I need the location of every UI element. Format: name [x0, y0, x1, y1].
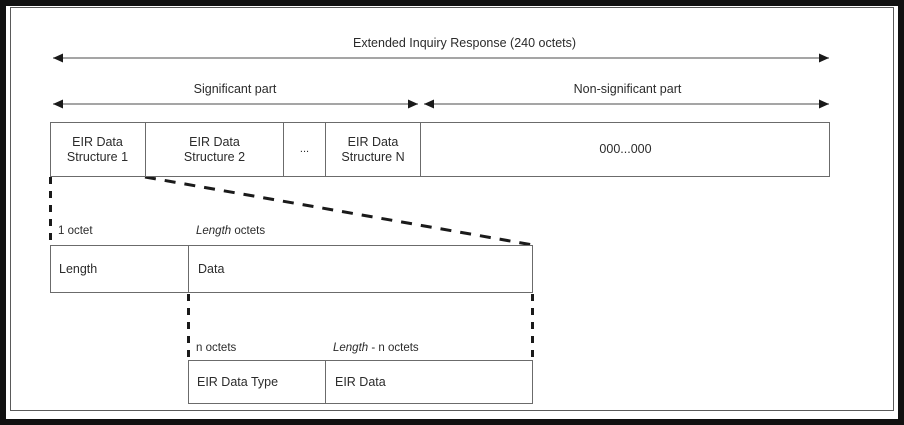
- eir-row-divider-4: [420, 122, 421, 177]
- significant-part-label: Significant part: [193, 82, 277, 96]
- structure-size-label-1: 1 octet: [58, 225, 93, 237]
- length-cell: Length: [59, 261, 98, 276]
- eir-row-outline: [50, 122, 830, 177]
- data-size-label-2-italic: Length: [333, 342, 369, 354]
- structure-row-outline: [50, 245, 533, 293]
- figure-inner-border: [10, 7, 894, 411]
- structure-size-label-2-italic: Length: [196, 225, 232, 237]
- eir-data-structure-2-cell: EIR Data Structure 2: [146, 122, 283, 177]
- structure-size-label-1-text: 1 octet: [58, 225, 93, 237]
- data-size-label-1-text: n octets: [196, 342, 237, 354]
- non-significant-part-label: Non-significant part: [573, 82, 682, 96]
- data-row-divider: [325, 360, 326, 404]
- eir-data-structure-2-line1: EIR Data: [189, 134, 240, 149]
- eir-row-divider-1: [145, 122, 146, 177]
- eir-row-divider-3: [325, 122, 326, 177]
- eir-data-structure-n-cell: EIR Data Structure N: [326, 122, 420, 177]
- eir-data-structure-1-line2: Structure 1: [66, 149, 129, 164]
- data-size-label-2: Length - n octets: [333, 342, 419, 354]
- structure-size-label-2-rest: octets: [231, 225, 266, 237]
- eir-data-structure-1-cell: EIR Data Structure 1: [50, 122, 145, 177]
- data-size-label-1: n octets: [196, 342, 236, 354]
- eir-data-structure-2-line2: Structure 2: [183, 149, 246, 164]
- eir-row-divider-2: [283, 122, 284, 177]
- figure-title: Extended Inquiry Response (240 octets): [353, 36, 577, 50]
- eir-ellipsis-cell: ...: [299, 143, 310, 155]
- structure-row-divider: [188, 245, 189, 293]
- eir-data-structure-n-line1: EIR Data: [347, 134, 399, 149]
- structure-size-label-2: Length octets: [196, 225, 265, 237]
- eir-data-cell: EIR Data: [335, 374, 386, 389]
- eir-data-structure-1-line1: EIR Data: [72, 134, 123, 149]
- eir-data-structure-n-line2: Structure N: [341, 149, 405, 164]
- eir-data-type-cell: EIR Data Type: [197, 374, 279, 389]
- data-cell: Data: [198, 261, 225, 276]
- eir-padding-cell: 000...000: [599, 142, 652, 156]
- data-size-label-2-rest: - n octets: [368, 342, 419, 354]
- data-row-outline: [188, 360, 533, 404]
